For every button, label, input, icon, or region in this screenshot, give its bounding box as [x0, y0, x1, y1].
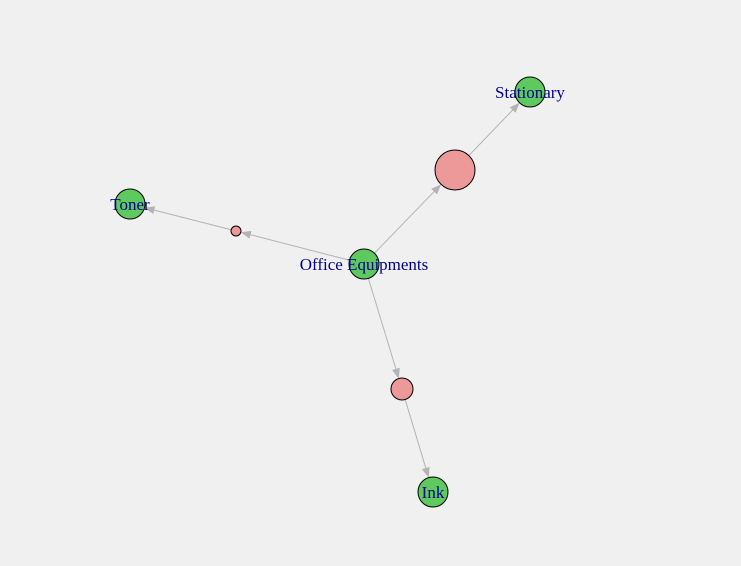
arrowhead-stationary	[509, 102, 520, 113]
edge-rel-large-to-stationary	[468, 109, 514, 156]
item-node-circle-office	[348, 248, 380, 280]
node-toner: Toner	[110, 188, 150, 220]
arrowhead-rel-small	[240, 230, 252, 239]
item-node-circle-stationary	[514, 76, 546, 108]
edge-rel-medium-to-ink	[404, 399, 427, 469]
item-node-circle-ink	[417, 476, 449, 508]
node-label-toner: Toner	[110, 195, 150, 214]
item-node-circle-toner	[114, 188, 146, 220]
edges-layer	[144, 102, 520, 478]
node-office: Office Equipments	[300, 248, 429, 280]
node-rel-small	[230, 225, 242, 237]
edge-office-to-rel-small	[250, 234, 350, 261]
node-label-ink: Ink	[422, 483, 445, 502]
relation-node-circle-rel-large	[434, 149, 476, 191]
relation-node-circle-rel-small	[230, 225, 242, 237]
node-stationary: Stationary	[495, 76, 565, 108]
arrowhead-rel-medium	[392, 367, 400, 379]
edge-rel-small-to-toner	[154, 209, 232, 231]
node-ink: Ink	[417, 476, 449, 508]
edge-office-to-rel-medium	[367, 278, 397, 370]
node-label-stationary: Stationary	[495, 83, 565, 102]
node-rel-large	[434, 149, 476, 191]
edge-office-to-rel-large	[374, 191, 435, 254]
node-label-office: Office Equipments	[300, 255, 429, 274]
arrowhead-ink	[421, 466, 430, 478]
arrowhead-toner	[144, 206, 156, 215]
relation-node-circle-rel-medium	[390, 377, 414, 401]
arrowhead-rel-large	[431, 184, 442, 195]
node-rel-medium	[390, 377, 414, 401]
